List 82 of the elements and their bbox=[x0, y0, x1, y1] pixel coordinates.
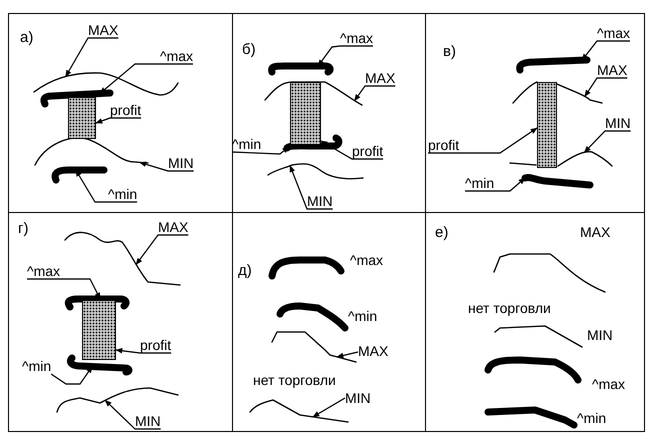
curve-label: MAX bbox=[358, 343, 388, 359]
price-curve bbox=[493, 253, 606, 293]
curve-label: ^max bbox=[160, 48, 194, 64]
thick-curve-segment bbox=[516, 56, 590, 74]
leader-line bbox=[139, 162, 194, 172]
curve-label: ^max bbox=[27, 263, 60, 279]
thick-curve-segment bbox=[522, 174, 594, 188]
leader-line bbox=[232, 146, 290, 155]
leader-line bbox=[354, 85, 396, 102]
leader-line bbox=[136, 234, 188, 266]
curve-label: нет торговли bbox=[468, 300, 551, 316]
price-curve bbox=[64, 232, 181, 286]
leader-line bbox=[336, 351, 358, 358]
curve-label: ^max bbox=[597, 25, 630, 41]
leader-line bbox=[584, 77, 628, 97]
price-curve bbox=[494, 325, 583, 348]
leader-line bbox=[65, 37, 118, 78]
diagram-panel bbox=[8, 212, 233, 432]
curve-label: нет торговли bbox=[253, 372, 336, 388]
curve-label: profit bbox=[428, 137, 460, 153]
curve-label: MIN bbox=[307, 193, 333, 209]
curve-label: MAX bbox=[365, 70, 396, 86]
profit-bar bbox=[68, 97, 96, 139]
curve-label: profit bbox=[352, 143, 384, 159]
curve-label: MIN bbox=[605, 115, 631, 131]
curve-label: ^max bbox=[592, 376, 626, 392]
curve-label: ^max bbox=[350, 252, 384, 268]
price-curve bbox=[56, 387, 179, 413]
price-curve bbox=[267, 163, 364, 180]
curve-label: ^max bbox=[340, 30, 374, 46]
leader-line bbox=[465, 178, 526, 192]
panel-label: в) bbox=[443, 43, 456, 60]
leader-line bbox=[584, 130, 631, 153]
thick-curve-segment bbox=[268, 62, 334, 76]
curve-label: MIN bbox=[168, 155, 194, 171]
curve-label: MAX bbox=[88, 22, 118, 38]
leader-line bbox=[115, 348, 172, 354]
leader-line bbox=[290, 165, 333, 210]
curve-label: ^min bbox=[465, 175, 494, 191]
diagram-panel bbox=[8, 13, 233, 213]
leader-line bbox=[95, 117, 142, 124]
price-curve bbox=[264, 81, 363, 106]
panel-label: г) bbox=[18, 220, 28, 237]
curve-label: MIN bbox=[587, 327, 613, 343]
price-curve bbox=[33, 72, 179, 96]
price-curve bbox=[509, 151, 613, 167]
thick-curve-segment bbox=[484, 406, 578, 428]
panel-label: е) bbox=[435, 224, 448, 241]
price-curve bbox=[271, 331, 357, 363]
curve-label: ^min bbox=[577, 410, 606, 426]
panel-label: б) bbox=[242, 41, 256, 58]
curve-label: ^min bbox=[108, 186, 138, 202]
thick-curve-segment bbox=[484, 356, 582, 384]
curve-label: ^min bbox=[348, 308, 378, 324]
leader-line bbox=[320, 140, 384, 160]
profit-bar bbox=[82, 300, 116, 360]
curve-label: ^min bbox=[232, 136, 262, 152]
leader-line bbox=[428, 128, 538, 154]
profit-bar bbox=[537, 82, 557, 168]
curve-label: profit bbox=[110, 102, 142, 118]
thick-curve-segment bbox=[276, 302, 348, 332]
panel-label: д) bbox=[238, 262, 252, 279]
leader-line bbox=[312, 397, 346, 418]
leader-line bbox=[104, 400, 161, 430]
curve-label: ^min bbox=[22, 358, 52, 374]
thick-curve-segment bbox=[64, 296, 130, 310]
diagram-panel bbox=[425, 13, 645, 213]
curve-label: MAX bbox=[580, 224, 610, 240]
thick-curve-segment bbox=[52, 166, 108, 184]
curve-label: MIN bbox=[345, 390, 371, 406]
panel-label: а) bbox=[20, 29, 34, 46]
price-curve bbox=[34, 137, 149, 166]
curve-label: MAX bbox=[158, 219, 188, 235]
thick-curve-segment bbox=[66, 354, 132, 376]
curve-label: MIN bbox=[135, 413, 161, 429]
curve-label: profit bbox=[140, 337, 172, 353]
price-curve bbox=[512, 81, 603, 104]
profit-bar bbox=[290, 82, 321, 145]
thick-curve-segment bbox=[268, 256, 344, 280]
curve-label: MAX bbox=[597, 62, 628, 78]
thick-curve-segment bbox=[284, 134, 342, 152]
diagram-panel bbox=[425, 212, 645, 432]
